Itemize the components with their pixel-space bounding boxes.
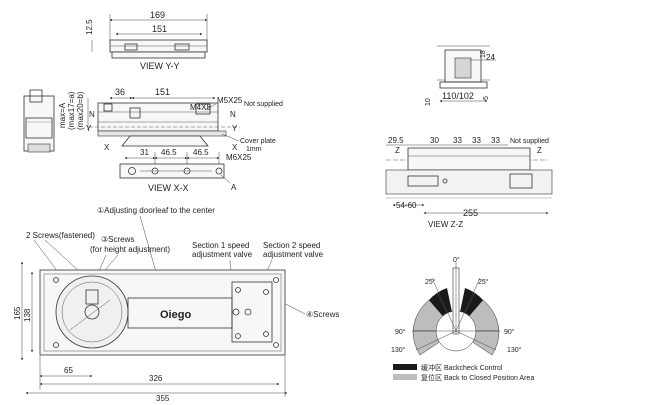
callout-section1-valve-sub: adjustment valve bbox=[192, 250, 253, 259]
dim-110-102: 110/102 bbox=[442, 91, 474, 101]
m4x8-label: M4X8 bbox=[190, 103, 211, 112]
legend-backcheck: 缓冲区 Backcheck Control bbox=[421, 363, 503, 372]
legend-swatch-backcheck bbox=[393, 364, 417, 370]
section-body bbox=[97, 102, 219, 132]
pivot-circle bbox=[55, 275, 129, 349]
view-zz-title: VIEW Z-Z bbox=[428, 220, 463, 229]
dim-18: 18 bbox=[480, 50, 487, 58]
dim-165: 165 bbox=[13, 306, 22, 320]
callout-screws-fastened: 2 Screws(fastened) bbox=[26, 231, 95, 240]
top-view: ①Adjusting doorleaf to the center 2 Scre… bbox=[13, 206, 339, 403]
callout-section1-valve: Section 1 speed bbox=[192, 241, 249, 250]
x-left: X bbox=[104, 143, 110, 152]
dim-151: 151 bbox=[152, 24, 167, 34]
legend-swatch-return bbox=[393, 374, 417, 380]
dim-138: 138 bbox=[23, 308, 32, 322]
x-right: X bbox=[232, 143, 238, 152]
angle-130-right: 130° bbox=[507, 346, 522, 354]
dim-54-60: 54-60 bbox=[396, 201, 417, 210]
dim-33-c: 33 bbox=[491, 136, 500, 145]
angle-25-left: 25° bbox=[425, 278, 436, 286]
angle-90-left: 90° bbox=[395, 328, 406, 336]
callout-section2-valve-sub: adjustment valve bbox=[263, 250, 324, 259]
callout-section2-valve: Section 2 speed bbox=[263, 241, 320, 250]
dim-29-5: 29.5 bbox=[388, 136, 404, 145]
angle-90-right: 90° bbox=[504, 328, 515, 336]
dim-24: 24 bbox=[486, 53, 495, 62]
angle-diagram: 0° 25° 25° 90° 90° 130° 130° 缓冲区 Backche… bbox=[391, 256, 534, 382]
dim-46-5-b: 46.5 bbox=[193, 148, 209, 157]
zz-body bbox=[407, 147, 531, 171]
view-yy: 169 151 12.5 VIEW Y-Y bbox=[85, 10, 208, 71]
max-c-label: (max20=b) bbox=[76, 91, 85, 130]
cover-plate-thickness: 1mm bbox=[246, 146, 262, 153]
dim-169: 169 bbox=[150, 10, 165, 20]
n-left: N bbox=[89, 110, 95, 119]
dim-33-b: 33 bbox=[472, 136, 481, 145]
angle-0: 0° bbox=[453, 256, 460, 264]
n-right: N bbox=[230, 110, 236, 119]
dim-31: 31 bbox=[140, 148, 149, 157]
dim-65: 65 bbox=[64, 366, 73, 375]
section-view: max=A (max17=a) (max20=b) 36 151 Y Y N N… bbox=[23, 87, 283, 153]
dim-30: 30 bbox=[430, 136, 439, 145]
callout-adjust-center: ①Adjusting doorleaf to the center bbox=[97, 206, 215, 215]
y-left: Y bbox=[86, 124, 92, 133]
callout-screws-4: ④Screws bbox=[306, 310, 339, 319]
callout-screws-height: ③Screws bbox=[101, 235, 134, 244]
dim-36: 36 bbox=[115, 87, 125, 97]
angle-130-left: 130° bbox=[391, 346, 406, 354]
dim-355: 355 bbox=[156, 394, 170, 403]
dim-33-a: 33 bbox=[453, 136, 462, 145]
not-supplied-label: Not supplied bbox=[244, 101, 283, 108]
brand-logo: Oiego bbox=[160, 309, 191, 321]
dim-255: 255 bbox=[463, 208, 478, 218]
m6x25-label: M6X25 bbox=[226, 153, 252, 162]
max-a-label: max=A bbox=[58, 102, 67, 128]
section-profile bbox=[23, 95, 55, 152]
view-xx: 31 46.5 46.5 M6X25 X X A VIEW X-X bbox=[104, 143, 252, 193]
zz-not-supplied: Not supplied bbox=[510, 138, 549, 145]
callout-screws-height-sub: (for height adjustment) bbox=[90, 245, 170, 254]
legend-return: 复位区 Back to Closed Position Area bbox=[421, 373, 534, 382]
view-xx-title: VIEW X-X bbox=[148, 183, 189, 193]
dim-326: 326 bbox=[149, 374, 163, 383]
small-section-view: 24 18 10 5 110/102 bbox=[425, 45, 496, 106]
angle-25-right: 25° bbox=[478, 278, 489, 286]
view-yy-title: VIEW Y-Y bbox=[140, 61, 180, 71]
yy-base bbox=[111, 51, 206, 59]
y-right: Y bbox=[232, 124, 238, 133]
dim-151-section: 151 bbox=[155, 87, 170, 97]
dim-5: 5 bbox=[483, 96, 490, 100]
max-b-label: (max17=a) bbox=[67, 91, 76, 130]
view-zz: 29.5 30 33 33 33 Not supplied Z Z 54-60 … bbox=[385, 136, 553, 229]
cover-plate-label: Cover plate bbox=[240, 138, 276, 145]
z-left: Z bbox=[395, 146, 400, 155]
dim-10: 10 bbox=[425, 98, 432, 106]
m5x25-label: M5X25 bbox=[217, 96, 243, 105]
dim-46-5-a: 46.5 bbox=[161, 148, 177, 157]
z-right: Z bbox=[537, 146, 542, 155]
dim-12-5: 12.5 bbox=[85, 19, 94, 35]
point-a: A bbox=[231, 183, 237, 192]
